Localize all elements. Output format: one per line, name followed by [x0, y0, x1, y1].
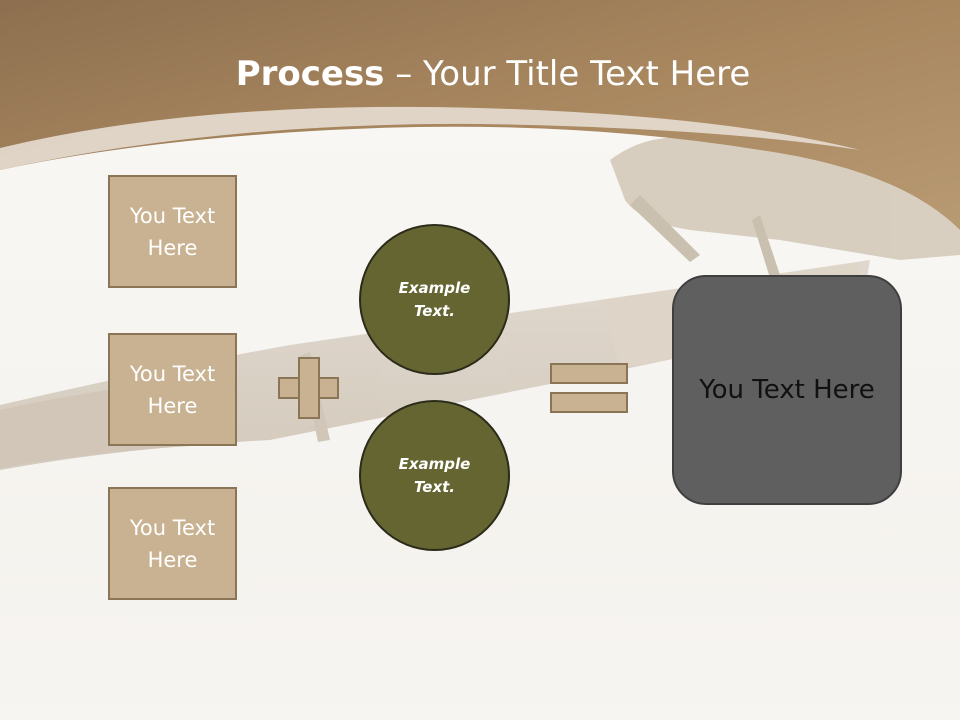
- result-box[interactable]: You Text Here: [672, 275, 902, 505]
- title-bold: Process: [235, 54, 385, 94]
- example-circle-1-label: Example Text.: [398, 278, 471, 320]
- example-circle-2[interactable]: Example Text.: [359, 400, 510, 551]
- equals-top-bar: [550, 363, 628, 384]
- result-box-label: You Text Here: [699, 375, 875, 405]
- example-circle-1[interactable]: Example Text.: [359, 224, 510, 375]
- text-box-1[interactable]: You Text Here: [108, 175, 237, 288]
- example-circle-2-label: Example Text.: [398, 454, 471, 496]
- text-box-2[interactable]: You Text Here: [108, 333, 237, 446]
- equals-bottom-bar: [550, 392, 628, 413]
- slide-title: Process – Your Title Text Here: [0, 52, 960, 96]
- plus-center: [300, 379, 318, 397]
- text-box-1-label: You Text Here: [129, 203, 216, 260]
- title-rest: – Your Title Text Here: [384, 54, 751, 94]
- text-box-2-label: You Text Here: [129, 361, 216, 418]
- text-box-3-label: You Text Here: [129, 515, 216, 572]
- text-box-3[interactable]: You Text Here: [108, 487, 237, 600]
